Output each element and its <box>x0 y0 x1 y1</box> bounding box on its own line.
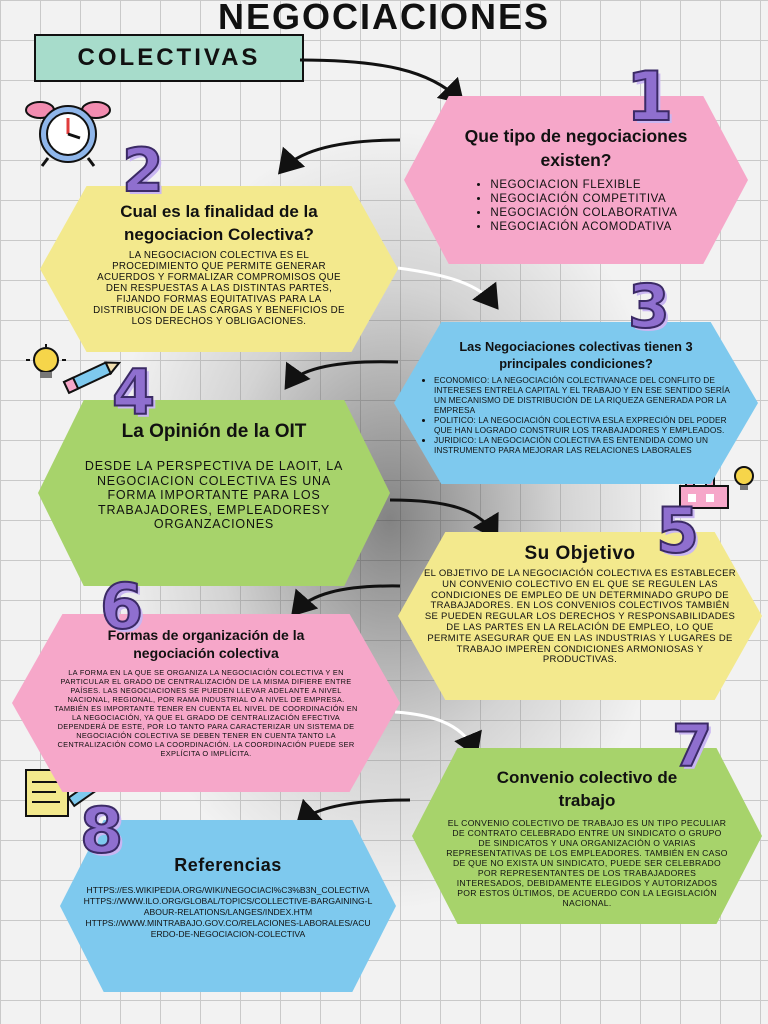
list-item: NEGOCIACIÓN COLABORATIVA <box>490 206 677 220</box>
section-7-title: Convenio colectivo de trabajo <box>496 768 678 810</box>
hex-section-3: Las Negociaciones colectivas tienen 3 pr… <box>394 322 758 484</box>
arrow-title-to-1 <box>299 58 465 105</box>
arrow-5-to-6 <box>291 584 401 617</box>
list-item: NEGOCIACIÓN COMPETITIVA <box>490 192 677 206</box>
section-1-title: Que tipo de negociaciones existen? <box>464 126 688 170</box>
reference-link[interactable]: HTTPS://WWW.MINTRABAJO.GOV.CO/RELACIONES… <box>85 918 371 939</box>
reference-link[interactable]: HTTPS://ES.WIKIPEDIA.ORG/WIKI/NEGOCIACI%… <box>86 885 370 895</box>
references-list: HTTPS://ES.WIKIPEDIA.ORG/WIKI/NEGOCIACI%… <box>83 885 373 940</box>
list-item: POLITICO: LA NEGOCIACIÓN COLECTIVA ESLA … <box>434 415 734 435</box>
number-badge-4: 4 <box>111 355 156 430</box>
hex-section-4: La Opinión de la OIT DESDE LA PERSPECTIV… <box>38 400 390 586</box>
section-4-body: DESDE LA PERSPECTIVA DE LAOIT, LA NEGOCI… <box>84 459 344 531</box>
number-badge-7: 7 <box>671 711 713 781</box>
number-badge-1: 1 <box>625 57 674 138</box>
arrow-3-to-4 <box>284 360 399 390</box>
reference-link[interactable]: HTTPS://WWW.ILO.ORG/GLOBAL/TOPICS/COLLEC… <box>83 896 373 917</box>
hex-section-1: Que tipo de negociaciones existen? NEGOC… <box>404 96 748 264</box>
hex-section-8: Referencias HTTPS://ES.WIKIPEDIA.ORG/WIK… <box>60 820 396 992</box>
section-5-body: EL OBJETIVO DE LA NEGOCIACIÓN COLECTIVA … <box>424 568 736 666</box>
arrow-4-to-5 <box>389 498 499 541</box>
number-badge-2: 2 <box>121 135 165 207</box>
alarm-clock-icon <box>25 101 111 167</box>
section-3-title: Las Negociaciones colectivas tienen 3 pr… <box>459 339 693 371</box>
section-6-body: LA FORMA EN LA QUE SE ORGANIZA LA NEGOCI… <box>54 668 358 758</box>
list-item: NEGOCIACIÓN ACOMODATIVA <box>490 220 677 234</box>
page-title: NEGOCIACIONES <box>217 0 551 37</box>
hex-section-7: Convenio colectivo de trabajo EL CONVENI… <box>412 748 762 924</box>
section-7-body: EL CONVENIO COLECTIVO DE TRABAJO ES UN T… <box>446 818 728 908</box>
page-subtitle: COLECTIVAS <box>34 34 304 82</box>
number-badge-5: 5 <box>655 493 700 568</box>
hex-section-6: Formas de organización de la negociación… <box>12 614 400 792</box>
section-1-list: NEGOCIACION FLEXIBLE NEGOCIACIÓN COMPETI… <box>474 178 677 234</box>
section-6-title: Formas de organización de la negociación… <box>107 627 305 661</box>
number-badge-6: 6 <box>99 569 144 644</box>
section-4-title: La Opinión de la OIT <box>121 421 307 442</box>
hex-section-2: Cual es la finalidad de la negociacion C… <box>40 186 398 352</box>
arrow-2-to-3 <box>397 266 499 310</box>
section-5-title: Su Objetivo <box>524 543 636 564</box>
number-badge-8: 8 <box>79 793 124 868</box>
list-item: JURIDICO: LA NEGOCIACIÓN COLECTIVA ES EN… <box>434 435 734 455</box>
list-item: NEGOCIACION FLEXIBLE <box>490 178 677 192</box>
section-2-body: LA NEGOCIACION COLECTIVA ES EL PROCEDIMI… <box>93 250 345 327</box>
pencil-icon <box>62 361 122 395</box>
arrow-7-to-8 <box>295 798 411 827</box>
list-item: ECONOMICO: LA NEGOCIACIÓN COLECTIVANACE … <box>434 375 734 415</box>
number-badge-3: 3 <box>627 271 671 343</box>
arrow-1-to-2 <box>277 138 401 175</box>
arrow-6-to-7 <box>394 710 482 758</box>
hex-section-5: Su Objetivo EL OBJETIVO DE LA NEGOCIACIÓ… <box>398 532 762 700</box>
section-2-title: Cual es la finalidad de la negociacion C… <box>120 202 318 244</box>
lightbulb-icon <box>26 344 66 378</box>
section-8-title: Referencias <box>174 855 282 875</box>
section-3-list: ECONOMICO: LA NEGOCIACIÓN COLECTIVANACE … <box>418 375 734 455</box>
